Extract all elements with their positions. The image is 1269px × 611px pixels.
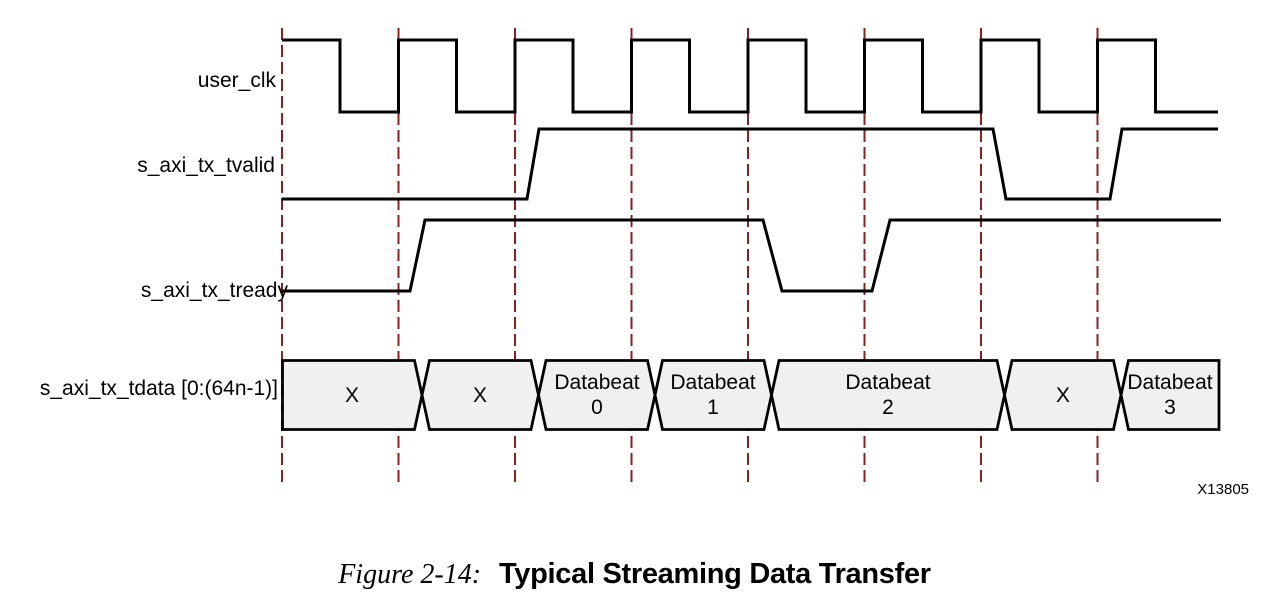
signal-label-user-clk: user_clk [197, 69, 276, 92]
clock-waveform [282, 38, 1218, 114]
figure-number: Figure 2-14: [338, 559, 482, 590]
bus-value-line2: 1 [707, 396, 719, 419]
bus-value-line1: Databeat [1127, 371, 1213, 394]
bus-segment [281, 359, 424, 431]
timing-diagram [281, 28, 1221, 482]
bus-value-line1: X [344, 383, 359, 407]
bus-segment-label: X [292, 362, 412, 428]
bus-value-line2: 3 [1164, 396, 1176, 419]
bus-value-line1: Databeat [554, 371, 640, 394]
bus-value-line1: X [472, 383, 487, 407]
bus-segment [1003, 359, 1123, 431]
figure-title: Typical Streaming Data Transfer [499, 558, 931, 590]
bus-segment-label: Databeat 2 [828, 362, 948, 428]
bus-value-line1: X [1055, 383, 1070, 407]
bus-segment-label: X [1003, 362, 1123, 428]
bus-segment [537, 359, 657, 431]
bus-value-line1: Databeat [845, 371, 931, 394]
bus-segment-label: X [420, 362, 540, 428]
bus-segment-label: Databeat 3 [1110, 362, 1230, 428]
bus-value-line2: 2 [882, 396, 894, 419]
signal-label-tdata: s_axi_tx_tdata [0:(64n-1)] [39, 377, 278, 400]
bus-segment-label: Databeat 0 [537, 362, 657, 428]
figure-caption: Figure 2-14: Typical Streaming Data Tran… [0, 558, 1269, 591]
tvalid-waveform [282, 127, 1218, 201]
bus-segment-label: Databeat 1 [653, 362, 773, 428]
bus-segment [1119, 359, 1221, 431]
bus-segment [770, 359, 1006, 431]
bus-segment [420, 359, 540, 431]
signal-label-tvalid: s_axi_tx_tvalid [137, 154, 275, 177]
bus-segment [653, 359, 773, 431]
tdata-bus [281, 359, 1221, 431]
image-id-watermark: X13805 [1197, 481, 1249, 498]
bus-value-line1: Databeat [670, 371, 756, 394]
bus-value-line2: 0 [591, 396, 603, 419]
signal-label-tready: s_axi_tx_tready [140, 279, 288, 302]
tready-waveform [282, 218, 1221, 293]
